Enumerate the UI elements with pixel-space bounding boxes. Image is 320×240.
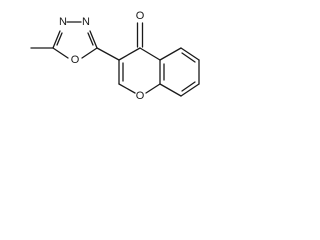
atom-label-oxadiazole-n3: N: [82, 16, 90, 28]
atom-label-oxadiazole-n4: N: [59, 16, 67, 28]
bond-c4-c3: [118, 47, 141, 61]
carbonyl-group: [136, 22, 144, 48]
bond-c7-c8: [180, 83, 200, 97]
bond-o1-c2: [81, 47, 98, 59]
bond-n4-c5: [52, 30, 61, 49]
benzene-ring: [159, 47, 200, 97]
double-bond-c7-c8-inner: [181, 81, 196, 92]
pyranone-ring: [118, 47, 161, 94]
atom-label-ring-oxygen: O: [136, 90, 145, 102]
bond-o1-c8a: [145, 83, 161, 94]
double-bond-n4-c5-inner: [56, 32, 63, 46]
oxadiazole-ring: [52, 21, 120, 61]
bond-c2-o1: [118, 83, 136, 94]
atom-label-carbonyl-oxygen: O: [136, 10, 145, 22]
bond-c4a-c5: [159, 47, 182, 61]
chemical-structure-diagram: O O O N N: [30, 10, 200, 102]
atom-label-oxadiazole-oxygen: O: [71, 54, 80, 66]
bond-c5-c6: [180, 47, 200, 61]
bond-c3-oxadiazole-c2: [96, 47, 120, 61]
double-bond-c5-c6-inner: [181, 52, 196, 63]
bond-c5-o1: [52, 47, 69, 59]
double-bond-c2-n3-inner: [87, 32, 94, 46]
bond-c4a-c4: [139, 47, 161, 61]
bond-c2-n3: [89, 30, 98, 49]
bond-c8-c8a: [159, 83, 182, 97]
